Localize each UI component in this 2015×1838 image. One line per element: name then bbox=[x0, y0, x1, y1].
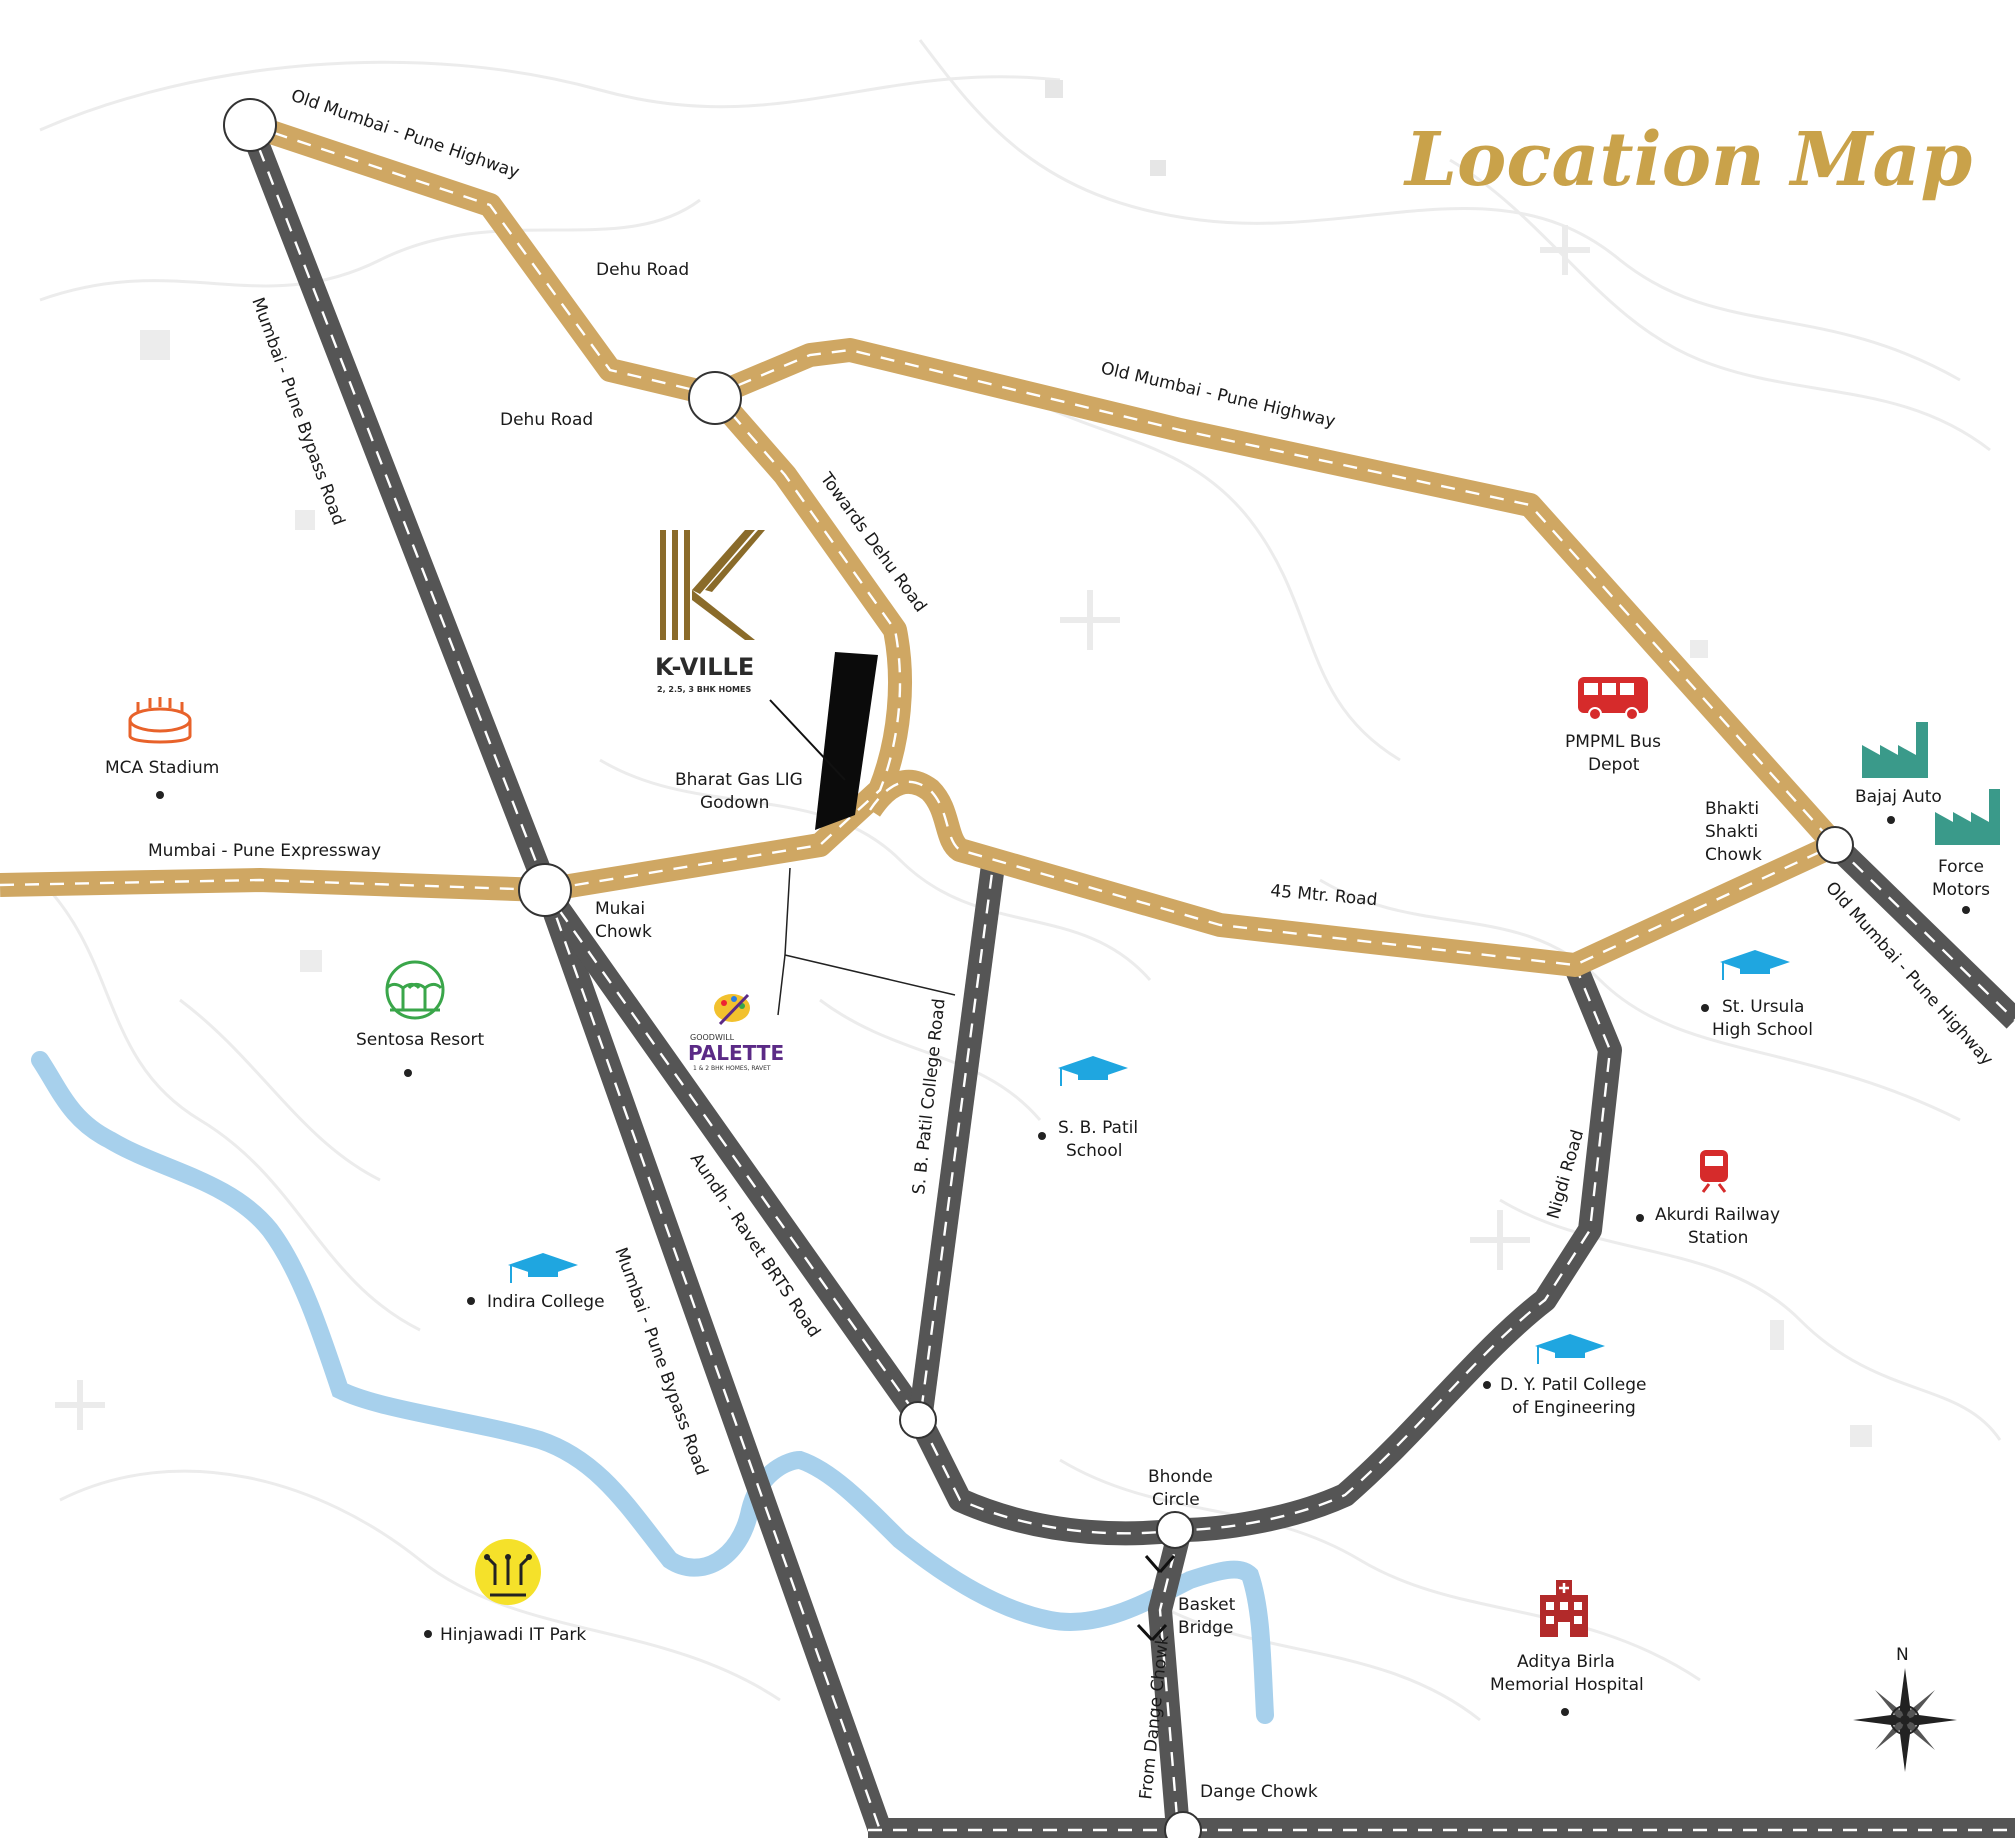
dy-patil-label: D. Y. Patil College bbox=[1500, 1375, 1647, 1395]
bhakti-shakti-label: Chowk bbox=[1705, 845, 1762, 865]
factory-icon bbox=[1935, 789, 2000, 845]
force-motors-label: Motors bbox=[1932, 880, 1990, 900]
mukai-chowk-label: Chowk bbox=[595, 922, 652, 942]
bhakti-shakti-label: Bhakti bbox=[1705, 799, 1759, 819]
train-icon bbox=[1700, 1150, 1728, 1193]
bhonde-circle-label: Bhonde bbox=[1148, 1467, 1213, 1487]
road-label: 45 Mtr. Road bbox=[1270, 881, 1379, 910]
hospital-icon bbox=[1540, 1580, 1588, 1637]
st-ursula-label: St. Ursula bbox=[1722, 997, 1804, 1017]
sb-patil-school-label: School bbox=[1066, 1141, 1122, 1161]
bharat-gas-label: Godown bbox=[700, 793, 769, 813]
junction-node bbox=[223, 98, 277, 152]
gold-roads bbox=[0, 113, 1844, 977]
akurdi-label: Station bbox=[1688, 1228, 1748, 1248]
graduation-cap-icon bbox=[1535, 1334, 1605, 1364]
aditya-birla-label: Memorial Hospital bbox=[1490, 1675, 1644, 1695]
compass-rose-icon bbox=[1853, 1668, 1957, 1772]
bharat-gas-label: Bharat Gas LIG bbox=[675, 770, 803, 790]
circuit-icon bbox=[475, 1539, 541, 1605]
graduation-cap-icon bbox=[508, 1253, 578, 1283]
pmpml-label: PMPML Bus bbox=[1565, 732, 1661, 752]
kville-tagline: 2, 2.5, 3 BHK HOMES bbox=[657, 685, 751, 694]
mca-stadium-label: MCA Stadium bbox=[105, 758, 219, 778]
paint-palette-icon bbox=[714, 993, 750, 1026]
factory-icon bbox=[1862, 722, 1928, 778]
road-labels: Old Mumbai - Pune Highway Old Mumbai - P… bbox=[148, 86, 1997, 1801]
kville-name: K-VILLE bbox=[655, 653, 754, 681]
pmpml-label: Depot bbox=[1588, 755, 1640, 775]
dange-chowk-node bbox=[1164, 1811, 1202, 1838]
dange-chowk-label: Dange Chowk bbox=[1200, 1782, 1318, 1802]
places: MCA Stadium Bharat Gas LIG Godown PMPML … bbox=[105, 677, 2000, 1716]
mukai-chowk-node bbox=[518, 863, 572, 917]
bhakti-shakti-label: Shakti bbox=[1705, 822, 1758, 842]
palette-logo: GOODWILL PALETTE 1 & 2 BHK HOMES, RAVET bbox=[688, 993, 784, 1072]
junctions bbox=[223, 98, 1854, 1838]
stadium-icon bbox=[128, 697, 192, 744]
bhonde-circle-node bbox=[1156, 1511, 1194, 1549]
basket-bridge-marks bbox=[1136, 1555, 1176, 1642]
basket-bridge-label: Bridge bbox=[1178, 1618, 1233, 1638]
akurdi-label: Akurdi Railway bbox=[1655, 1205, 1780, 1225]
sentosa-label: Sentosa Resort bbox=[356, 1030, 485, 1050]
topographic-background bbox=[38, 39, 2002, 1722]
graduation-cap-icon bbox=[1058, 1056, 1128, 1086]
indira-college-label: Indira College bbox=[487, 1292, 605, 1312]
compass-north-label: N bbox=[1896, 1645, 1909, 1665]
palm-trees-icon bbox=[385, 960, 445, 1020]
kville-logo: K-VILLE 2, 2.5, 3 BHK HOMES bbox=[655, 530, 765, 694]
road-label: Mumbai - Pune Expressway bbox=[148, 841, 381, 861]
palette-name: PALETTE bbox=[688, 1041, 784, 1065]
junction-node bbox=[899, 1401, 937, 1439]
road-label: Dehu Road bbox=[500, 410, 593, 430]
aditya-birla-label: Aditya Birla bbox=[1517, 1652, 1615, 1672]
basket-bridge-label: Basket bbox=[1178, 1595, 1236, 1615]
graduation-cap-icon bbox=[1720, 950, 1790, 980]
map-title: Location Map bbox=[1403, 117, 1972, 203]
dy-patil-label: of Engineering bbox=[1512, 1398, 1636, 1418]
junction-labels: Mukai Chowk Bhakti Shakti Chowk Bhonde C… bbox=[595, 799, 1762, 1802]
bhonde-circle-label: Circle bbox=[1152, 1490, 1200, 1510]
palette-tagline: 1 & 2 BHK HOMES, RAVET bbox=[693, 1065, 771, 1072]
road-label: Dehu Road bbox=[596, 260, 689, 280]
st-ursula-label: High School bbox=[1712, 1020, 1813, 1040]
palette-brand: GOODWILL bbox=[690, 1033, 735, 1042]
bus-icon bbox=[1578, 677, 1648, 721]
junction-node bbox=[688, 371, 742, 425]
bhakti-shakti-node bbox=[1816, 826, 1854, 864]
mukai-chowk-label: Mukai bbox=[595, 899, 645, 919]
kville-site bbox=[769, 652, 956, 1016]
sb-patil-school-label: S. B. Patil bbox=[1058, 1118, 1138, 1138]
hinjawadi-label: Hinjawadi IT Park bbox=[440, 1625, 586, 1645]
bajaj-auto-label: Bajaj Auto bbox=[1855, 787, 1942, 807]
k-letter-icon bbox=[660, 530, 765, 640]
force-motors-label: Force bbox=[1938, 857, 1984, 877]
